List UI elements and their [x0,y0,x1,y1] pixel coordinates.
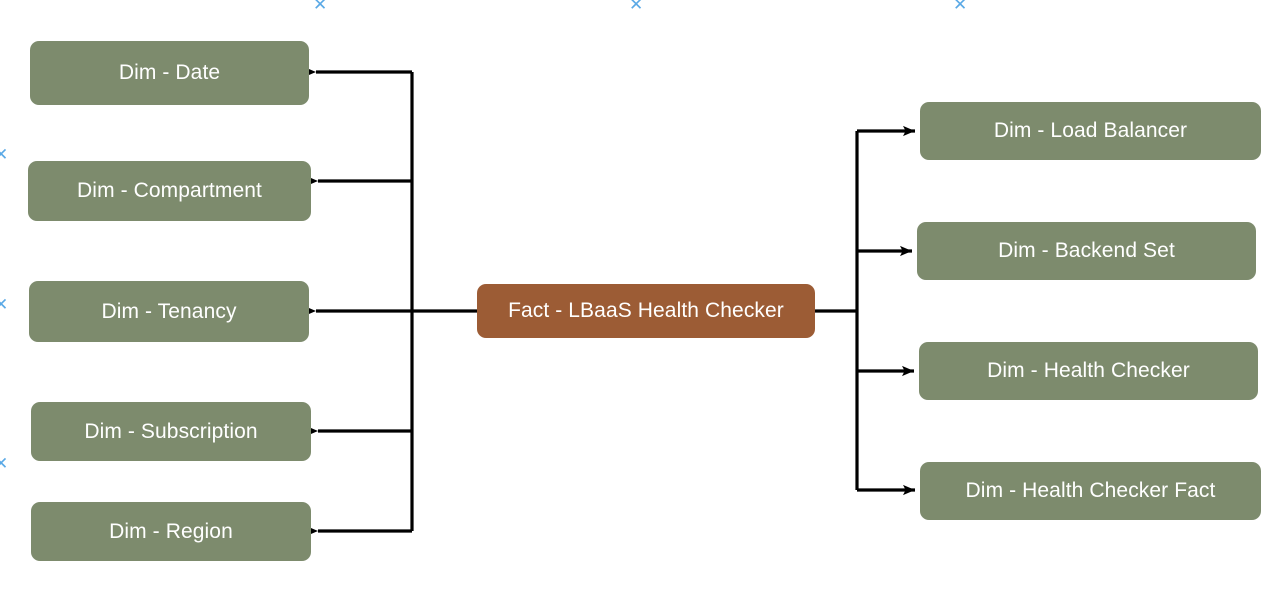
close-icon[interactable]: ✕ [953,0,968,14]
close-icon[interactable]: ✕ [0,145,9,164]
node-dim-health-checker[interactable]: Dim - Health Checker [919,342,1258,400]
node-dim-compartment[interactable]: Dim - Compartment [28,161,311,221]
node-label: Dim - Region [109,519,233,543]
node-dim-health-checker-fact[interactable]: Dim - Health Checker Fact [920,462,1261,520]
node-label: Dim - Load Balancer [993,119,1188,143]
node-label: Dim - Health Checker [987,359,1190,383]
edge-group-right [815,125,915,496]
node-label: Dim - Compartment [77,179,262,203]
close-icon[interactable]: ✕ [629,0,644,14]
close-icon[interactable]: ✕ [313,0,328,14]
close-icon[interactable]: ✕ [0,454,9,473]
node-dim-subscription[interactable]: Dim - Subscription [31,402,311,461]
node-label: Fact - LBaaS Health Checker [508,299,784,323]
node-label: Dim - Tenancy [101,299,237,323]
node-label: Dim - Backend Set [998,239,1175,263]
node-dim-date[interactable]: Dim - Date [30,41,309,105]
node-dim-region[interactable]: Dim - Region [31,502,311,561]
node-dim-backend-set[interactable]: Dim - Backend Set [917,222,1256,280]
node-label: Dim - Date [118,61,221,85]
close-icon[interactable]: ✕ [0,295,9,314]
node-label: Dim - Health Checker Fact [965,479,1216,503]
node-label: Dim - Subscription [84,419,258,443]
node-dim-load-balancer[interactable]: Dim - Load Balancer [920,102,1261,160]
node-fact-lbaas-health-checker[interactable]: Fact - LBaaS Health Checker [477,284,815,338]
node-dim-tenancy[interactable]: Dim - Tenancy [29,281,309,342]
edge-group-left [304,66,477,537]
